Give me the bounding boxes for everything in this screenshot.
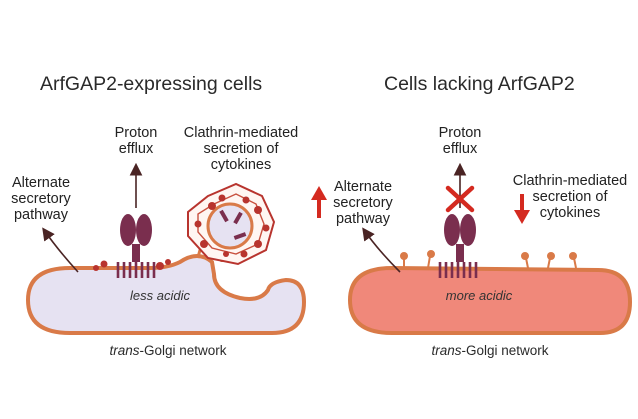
right-clathrin-line2: secretion of <box>532 188 608 205</box>
left-alt-line3: pathway <box>13 206 68 223</box>
left-alt-line1: Alternate <box>11 175 71 191</box>
right-proton-line2: efflux <box>442 140 478 157</box>
left-clathrin-line3: cytokines <box>210 156 272 173</box>
block-x-icon <box>445 185 475 213</box>
left-proton-pump <box>120 214 152 262</box>
left-network-rest: -Golgi network <box>139 343 227 358</box>
right-proton-label: Proton efflux <box>432 125 488 158</box>
left-alt-line2: secretory <box>11 190 71 207</box>
right-alternate-arrow <box>362 227 401 273</box>
left-membrane-channels <box>116 262 156 278</box>
left-clathrin-label: Clathrin-mediated secretion of cytokines <box>178 125 304 174</box>
right-proton-line1: Proton <box>438 125 482 141</box>
right-membrane-adaptors <box>400 250 577 269</box>
left-acidity-label: less acidic <box>130 288 190 303</box>
right-title: Cells lacking ArfGAP2 <box>384 73 575 95</box>
right-network-italic: trans <box>431 343 462 358</box>
left-alternate-arrow <box>42 227 79 273</box>
left-network-italic: trans <box>109 343 140 358</box>
right-acidity-label: more acidic <box>445 288 513 303</box>
right-clathrin-line1: Clathrin-mediated <box>512 173 628 189</box>
left-proton-line1: Proton <box>114 125 158 141</box>
increase-arrow-icon <box>311 186 327 218</box>
right-clathrin-line3: cytokines <box>539 204 601 221</box>
right-network-label: trans-Golgi network <box>412 343 568 359</box>
decrease-arrow-icon <box>514 194 530 224</box>
left-proton-line2: efflux <box>118 140 154 157</box>
right-alt-line1: Alternate <box>333 179 393 195</box>
left-network-label: trans-Golgi network <box>90 343 246 359</box>
right-alt-line2: secretory <box>333 194 393 211</box>
adaptor-proteins <box>93 194 270 271</box>
left-proton-label: Proton efflux <box>108 125 164 158</box>
right-network-rest: -Golgi network <box>461 343 549 358</box>
left-title: ArfGAP2-expressing cells <box>40 73 263 95</box>
left-golgi-body <box>25 254 307 335</box>
vesicle-cargo <box>219 209 247 240</box>
left-clathrin-line1: Clathrin-mediated <box>183 125 299 141</box>
left-alternate-label: Alternate secretory pathway <box>6 175 76 224</box>
left-clathrin-line2: secretion of <box>203 140 279 157</box>
clathrin-vesicle <box>206 202 254 250</box>
right-proton-pump <box>444 214 476 262</box>
right-alternate-label: Alternate secretory pathway <box>326 179 400 228</box>
right-membrane-channels <box>438 262 478 278</box>
right-clathrin-label: Clathrin-mediated secretion of cytokines <box>506 173 634 222</box>
right-alt-line3: pathway <box>335 210 390 227</box>
right-golgi-body <box>347 265 633 335</box>
